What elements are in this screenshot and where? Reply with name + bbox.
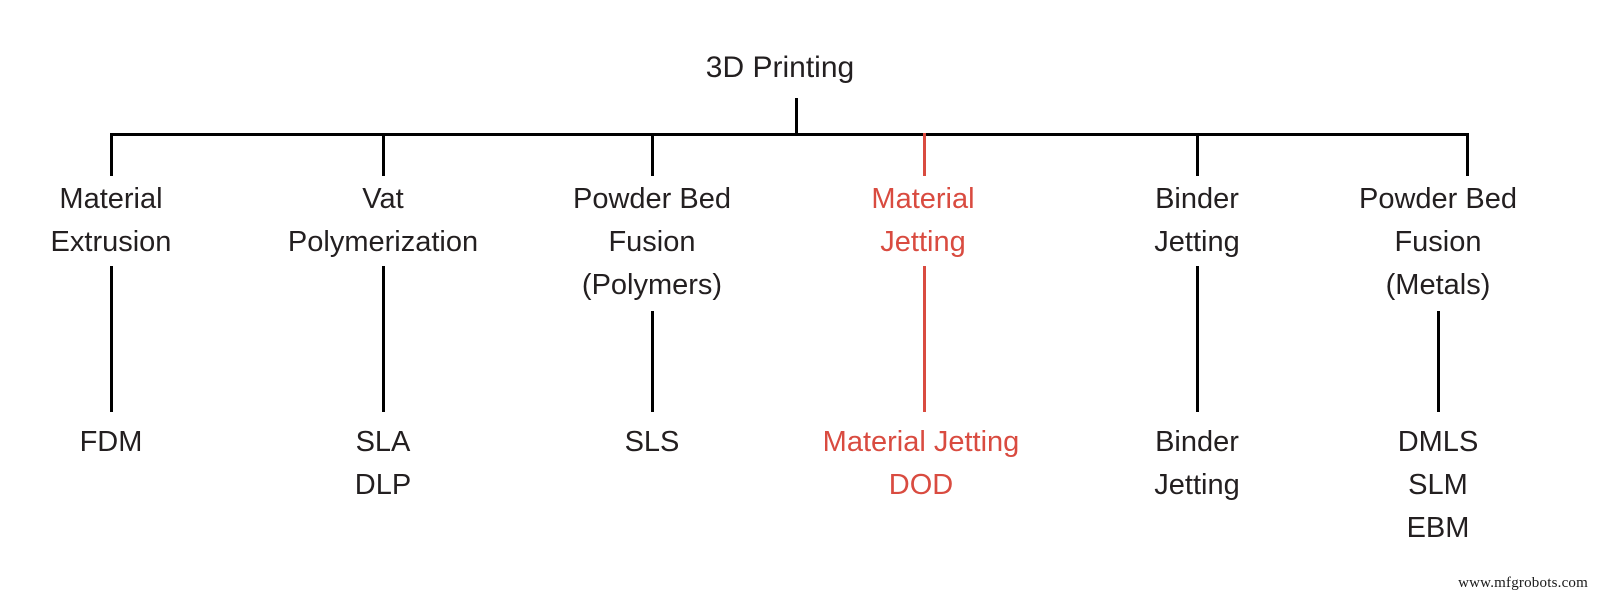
branch-label-line: Fusion	[608, 226, 696, 258]
leaf-label-line: SLS	[624, 426, 680, 458]
leaf-label-line: EBM	[1406, 512, 1470, 544]
leaf-node-material-extrusion: FDM	[80, 421, 143, 464]
branch-label-line: Binder	[1155, 183, 1239, 215]
leaf-label-line: SLA	[355, 426, 411, 458]
branch-label-line: Vat	[362, 183, 404, 215]
leaf-label-line: DOD	[888, 469, 954, 501]
leaf-node-powder-bed-fusion-metals: DMLS SLM EBM	[1398, 421, 1479, 550]
branch-node-material-jetting: Material Jetting	[871, 178, 974, 264]
leaf-node-material-jetting: Material Jetting DOD	[823, 421, 1020, 507]
root-node-3d-printing: 3D Printing	[706, 46, 854, 89]
leaf-node-vat-polymerization: SLA DLP	[355, 421, 411, 507]
branch-node-powder-bed-fusion-polymers: Powder Bed Fusion (Polymers)	[573, 178, 731, 307]
leaf-stem-line-binder-jetting	[1196, 266, 1199, 412]
branch-label-line: Powder Bed	[1359, 183, 1517, 215]
branch-drop-line-vat-polymerization	[382, 133, 385, 176]
leaf-node-binder-jetting: Binder Jetting	[1154, 421, 1239, 507]
branch-label-line: Extrusion	[50, 226, 172, 258]
branch-node-vat-polymerization: Vat Polymerization	[288, 178, 478, 264]
branch-drop-line-material-jetting	[923, 133, 926, 176]
branch-label-line: Fusion	[1394, 226, 1482, 258]
leaf-label-line: FDM	[79, 426, 143, 458]
branch-drop-line-binder-jetting	[1196, 133, 1199, 176]
branch-node-binder-jetting: Binder Jetting	[1154, 178, 1239, 264]
branch-drop-line-powder-bed-fusion-metals	[1466, 133, 1469, 176]
branch-node-powder-bed-fusion-metals: Powder Bed Fusion (Metals)	[1359, 178, 1517, 307]
leaf-label-line: Binder	[1155, 426, 1239, 458]
branch-label-line: (Polymers)	[581, 269, 723, 301]
root-stem-line	[795, 98, 798, 135]
branch-label-line: Powder Bed	[573, 183, 731, 215]
root-node-label: 3D Printing	[705, 51, 855, 84]
main-horizontal-connector	[110, 133, 1469, 136]
leaf-label-line: SLM	[1408, 469, 1468, 501]
leaf-stem-line-material-extrusion	[110, 266, 113, 412]
leaf-label-line: Jetting	[1154, 469, 1240, 501]
branch-node-material-extrusion: Material Extrusion	[51, 178, 172, 264]
leaf-stem-line-powder-bed-fusion-polymers	[651, 311, 654, 412]
leaf-label-line: Material Jetting	[822, 426, 1020, 458]
leaf-label-line: DMLS	[1397, 426, 1479, 458]
branch-label-line: Jetting	[880, 226, 966, 258]
watermark: www.mfgrobots.com	[1458, 575, 1588, 591]
branch-label-line: Material	[871, 183, 975, 215]
leaf-stem-line-material-jetting	[923, 266, 926, 412]
leaf-stem-line-powder-bed-fusion-metals	[1437, 311, 1440, 412]
branch-drop-line-powder-bed-fusion-polymers	[651, 133, 654, 176]
branch-drop-line-material-extrusion	[110, 133, 113, 176]
branch-label-line: Jetting	[1154, 226, 1240, 258]
leaf-label-line: DLP	[354, 469, 412, 501]
branch-label-line: Polymerization	[287, 226, 479, 258]
leaf-node-powder-bed-fusion-polymers: SLS	[625, 421, 680, 464]
branch-label-line: (Metals)	[1385, 269, 1491, 301]
branch-label-line: Material	[59, 183, 163, 215]
leaf-stem-line-vat-polymerization	[382, 266, 385, 412]
